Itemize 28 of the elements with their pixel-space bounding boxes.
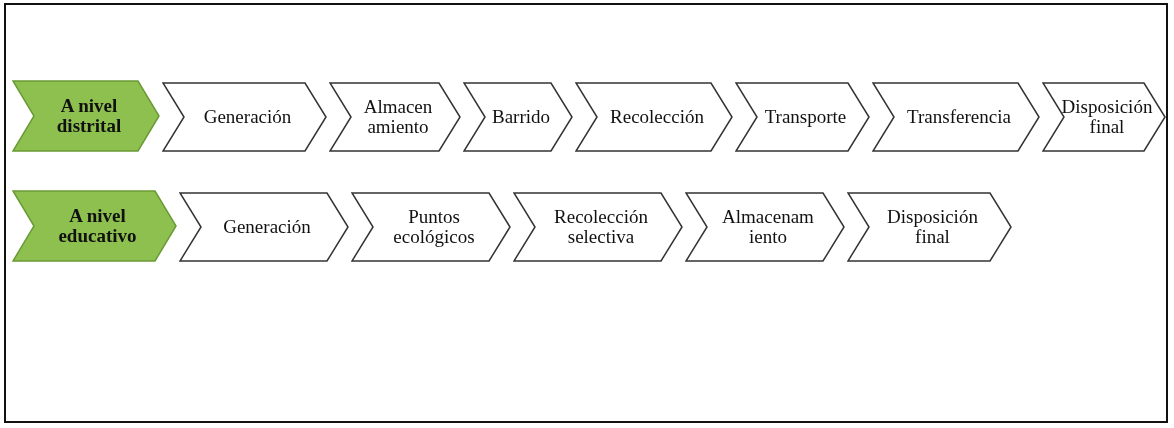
step-label: Recolección [610, 107, 704, 127]
chevron-step [351, 192, 511, 262]
chevron-step [162, 82, 327, 152]
chevron-step [179, 192, 349, 262]
chevron-step [12, 80, 160, 152]
step-label: Transferencia [907, 107, 1011, 127]
step-label: Generación [203, 107, 292, 127]
chevron-step [847, 192, 1012, 262]
chevron-step [735, 82, 870, 152]
chevron-step [463, 82, 573, 152]
chevron-step [329, 82, 461, 152]
chevron-step [1042, 82, 1166, 152]
step-label: Almacen amiento [362, 97, 434, 137]
chevron-step [12, 190, 177, 262]
step-label: Barrido [491, 107, 550, 127]
chevron-step [872, 82, 1040, 152]
step-label: Recolección selectiva [553, 207, 649, 247]
step-label: A nivel distrital [55, 96, 123, 136]
chevron-step [513, 192, 683, 262]
step-label: A nivel educativo [57, 206, 138, 246]
step-label: Almacenam iento [721, 207, 815, 247]
step-label: Transporte [764, 107, 847, 127]
step-label: Generación [223, 217, 311, 237]
step-label: Disposición final [886, 207, 979, 247]
chevron-step [685, 192, 845, 262]
chevron-step [575, 82, 733, 152]
step-label: Puntos ecológicos [392, 207, 476, 247]
step-label: Disposición final [1061, 97, 1153, 137]
